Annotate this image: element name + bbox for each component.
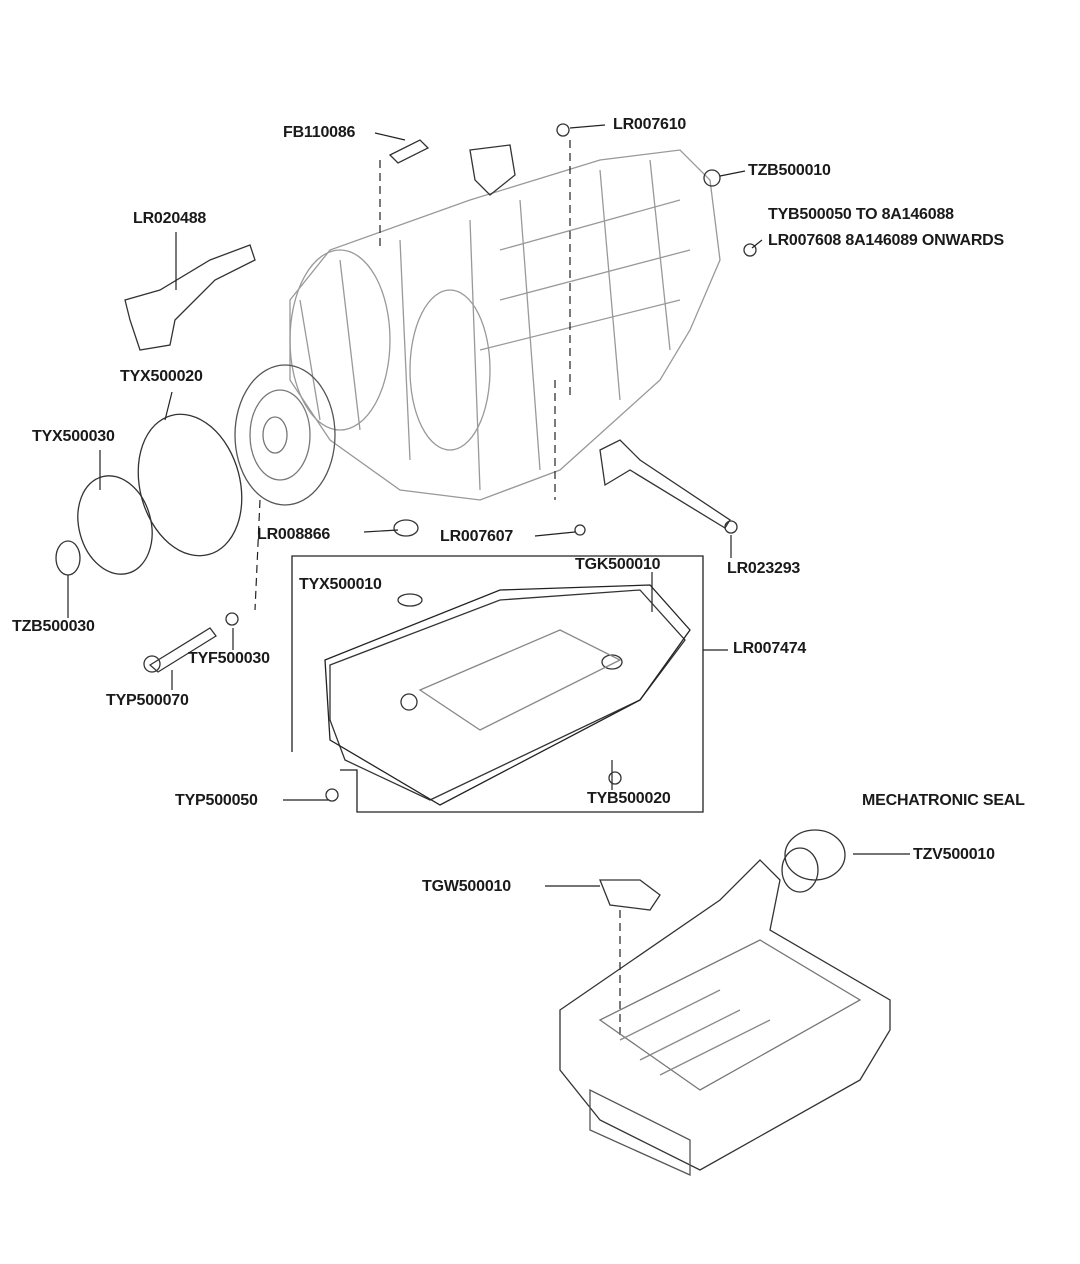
selector-shaft [599, 439, 731, 529]
seal-lr008866 [393, 519, 419, 537]
label-tzb500030: TZB500030 [12, 618, 95, 635]
mechatronic-unit [559, 859, 891, 1177]
bolt-fb110086 [388, 139, 430, 164]
label-lr023293: LR023293 [727, 560, 801, 577]
bolt-typ500070 [148, 627, 217, 673]
label-tyx500020: TYX500020 [120, 368, 203, 385]
washer-tyf500030 [225, 612, 239, 626]
bolt-lr007608 [743, 243, 757, 257]
label-tgk500010: TGK500010 [575, 556, 661, 573]
label-fb110086: FB110086 [283, 124, 356, 141]
seal-tyx500030 [77, 475, 153, 575]
transmission-housing [289, 149, 721, 501]
label-tyx500010: TYX500010 [299, 576, 382, 593]
seal-tyx500020 [137, 413, 243, 557]
sensor [469, 144, 516, 196]
torque-converter [234, 364, 336, 506]
label-lr008866: LR008866 [257, 526, 331, 543]
label-tzv500010: TZV500010 [913, 846, 995, 863]
seal-lr023293 [724, 520, 738, 534]
plug-lr007610 [556, 123, 570, 137]
label-lr007607: LR007607 [440, 528, 514, 545]
seal-tzv500010 [781, 829, 846, 893]
bracket-lr020488 [124, 244, 256, 351]
bolt-lr007607 [574, 524, 586, 536]
label-tyx500030: TYX500030 [32, 428, 115, 445]
pan-bracket-box [291, 555, 704, 813]
label-mechatronic-seal: MECHATRONIC SEAL [862, 792, 1025, 809]
leader-lines [67, 124, 910, 1040]
oil-pan [324, 584, 691, 806]
seal-tzb500030 [55, 540, 81, 576]
label-lr020488: LR020488 [133, 210, 207, 227]
label-lr007474: LR007474 [733, 640, 807, 657]
bolt-typ500050 [325, 788, 339, 802]
label-tyf500030: TYF500030 [188, 650, 270, 667]
label-tyb500050: TYB500050 TO 8A146088 [768, 206, 954, 223]
label-lr007610: LR007610 [613, 116, 687, 133]
label-tgw500010: TGW500010 [422, 878, 511, 895]
label-lr007608: LR007608 8A146089 ONWARDS [768, 232, 1005, 249]
label-tzb500010: TZB500010 [748, 162, 831, 179]
filter-tyb500020 [608, 771, 622, 785]
label-tyb500020: TYB500020 [587, 790, 671, 807]
label-typ500070: TYP500070 [106, 692, 189, 709]
clip-tyx500010 [397, 593, 423, 607]
seal-tzb500010 [703, 169, 721, 187]
label-typ500050: TYP500050 [175, 792, 258, 809]
clip-tgw500010 [599, 879, 661, 911]
